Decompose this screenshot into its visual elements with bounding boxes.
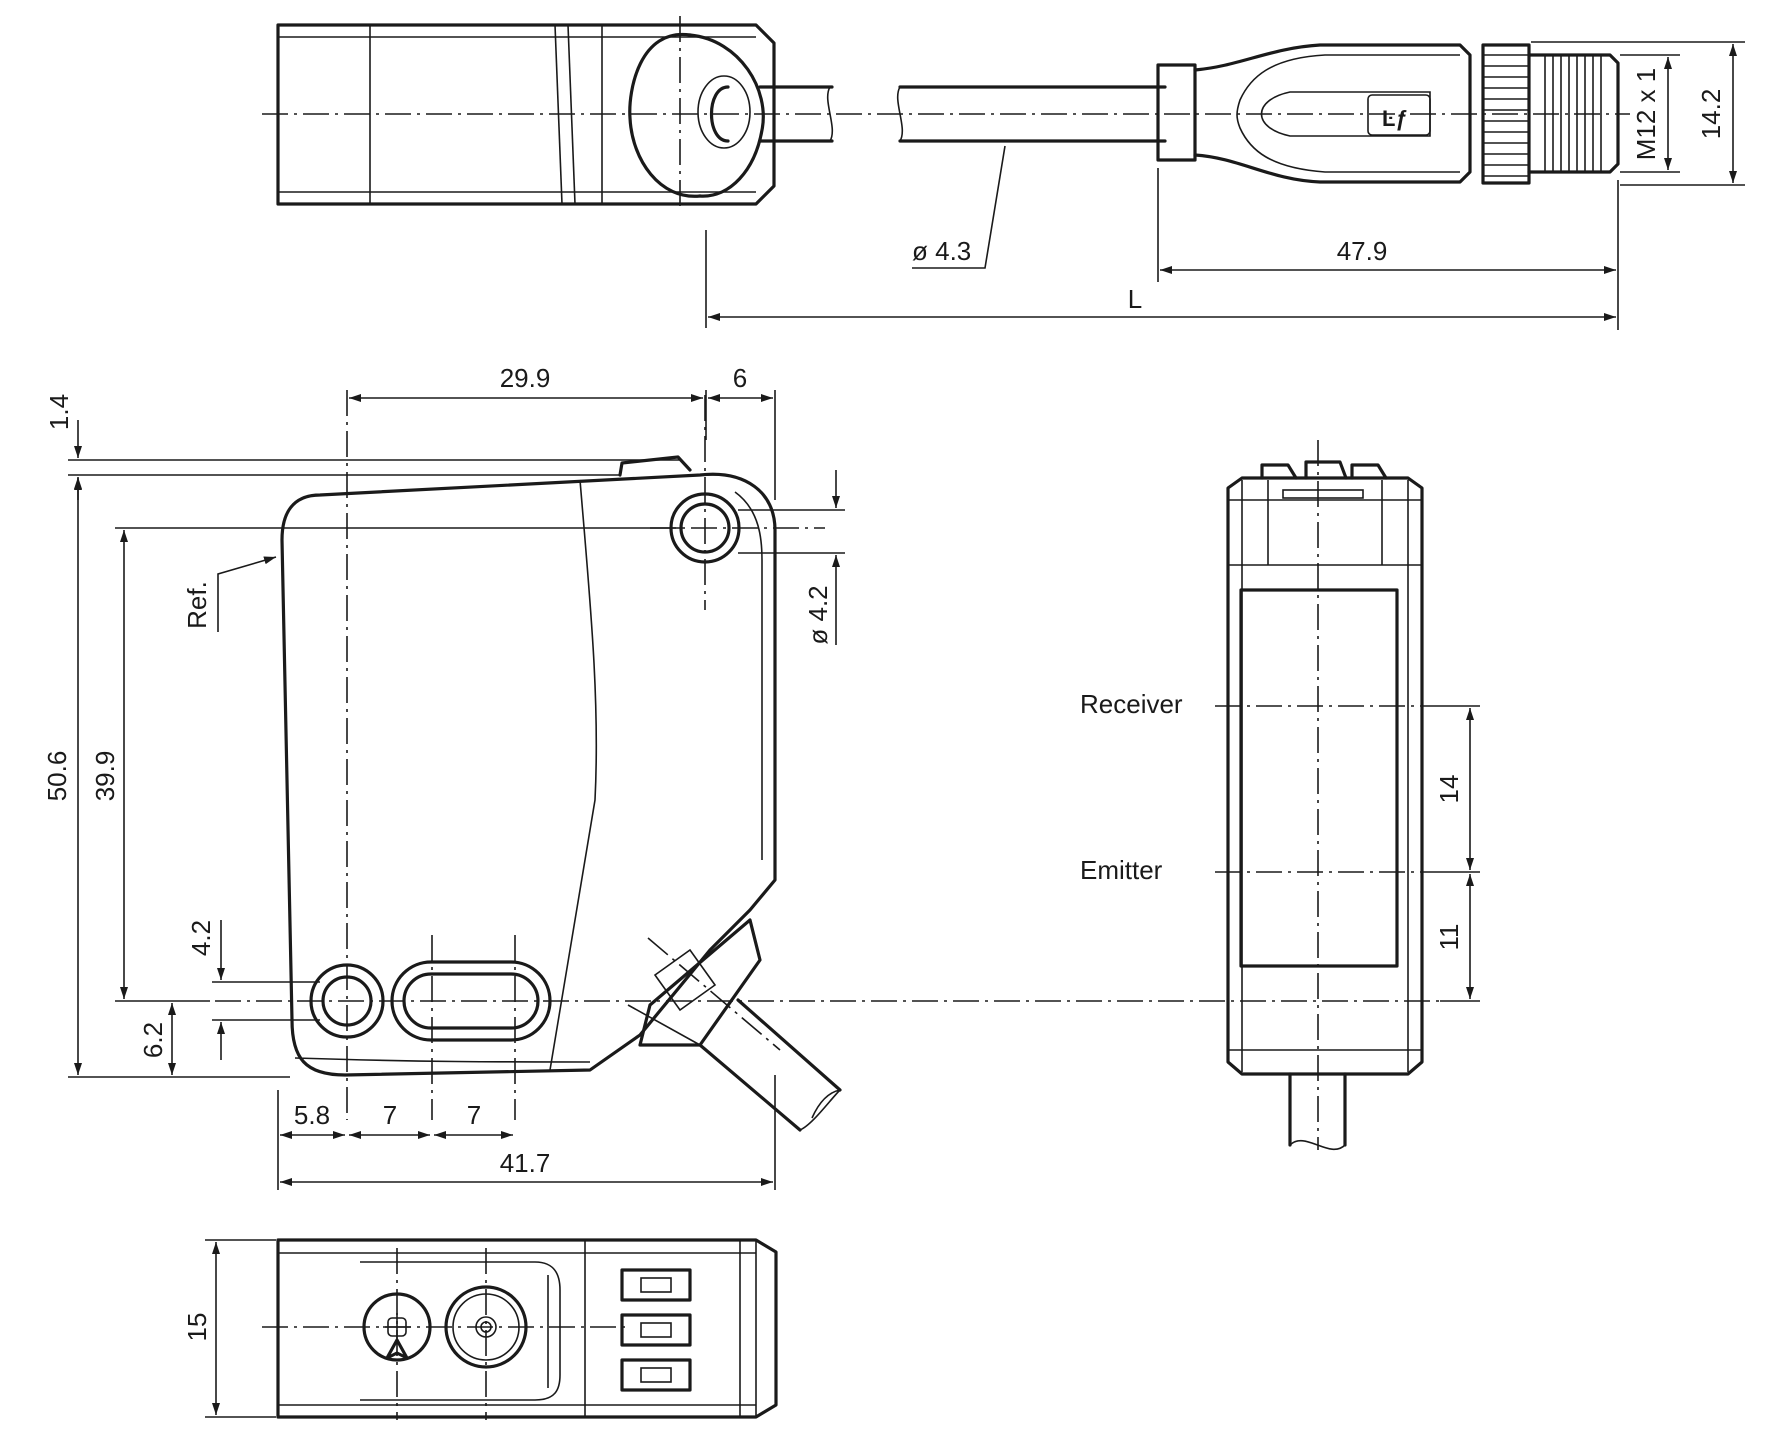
side-view-housing xyxy=(1226,460,1424,1151)
emitter-to-axis-label: 11 xyxy=(1434,924,1464,951)
hole-spacing-vertical-label: 39.9 xyxy=(90,751,120,802)
hole-to-edge-label: 29.9 xyxy=(500,363,551,393)
depth-label: 15 xyxy=(182,1313,212,1342)
emitter-label: Emitter xyxy=(1080,855,1163,885)
pitch-2-label: 7 xyxy=(467,1100,481,1130)
bottom-hole-diameter-label: 4.2 xyxy=(186,920,216,956)
top-view-connector: Ŀƒ xyxy=(1156,43,1620,185)
connector-length-label: 47.9 xyxy=(1337,236,1388,266)
front-view: 29.9 6 1.4 ø 4.2 Ref. 50.6 39.9 4.2 xyxy=(42,363,1445,1190)
left-offset-label: 5.8 xyxy=(294,1100,330,1130)
bottom-view: 15 xyxy=(182,1238,778,1420)
connector-diameter-label: 14.2 xyxy=(1696,89,1726,140)
top-view: Ŀƒ xyxy=(262,16,1745,330)
receiver-label: Receiver xyxy=(1080,689,1183,719)
hole-offset-label: 6 xyxy=(733,363,747,393)
emitter-to-receiver-label: 14 xyxy=(1434,775,1464,804)
side-view: Receiver Emitter 14 11 xyxy=(1080,440,1480,1151)
total-height-label: 50.6 xyxy=(42,751,72,802)
bottom-view-housing xyxy=(276,1238,778,1419)
mount-hole-diameter-label: ø 4.2 xyxy=(803,585,833,644)
cable-diameter-label: ø 4.3 xyxy=(912,236,971,266)
pitch-1-label: 7 xyxy=(383,1100,397,1130)
total-width-label: 41.7 xyxy=(500,1148,551,1178)
top-step-label: 1.4 xyxy=(44,394,74,430)
knurl-lines xyxy=(1483,54,1529,177)
thread-label: M12 x 1 xyxy=(1631,68,1661,161)
svg-text:Ŀƒ: Ŀƒ xyxy=(1382,106,1408,131)
cable-length-label: L xyxy=(1128,284,1142,314)
reference-label: Ref. xyxy=(182,581,212,629)
bottom-axis-label: 6.2 xyxy=(138,1022,168,1058)
